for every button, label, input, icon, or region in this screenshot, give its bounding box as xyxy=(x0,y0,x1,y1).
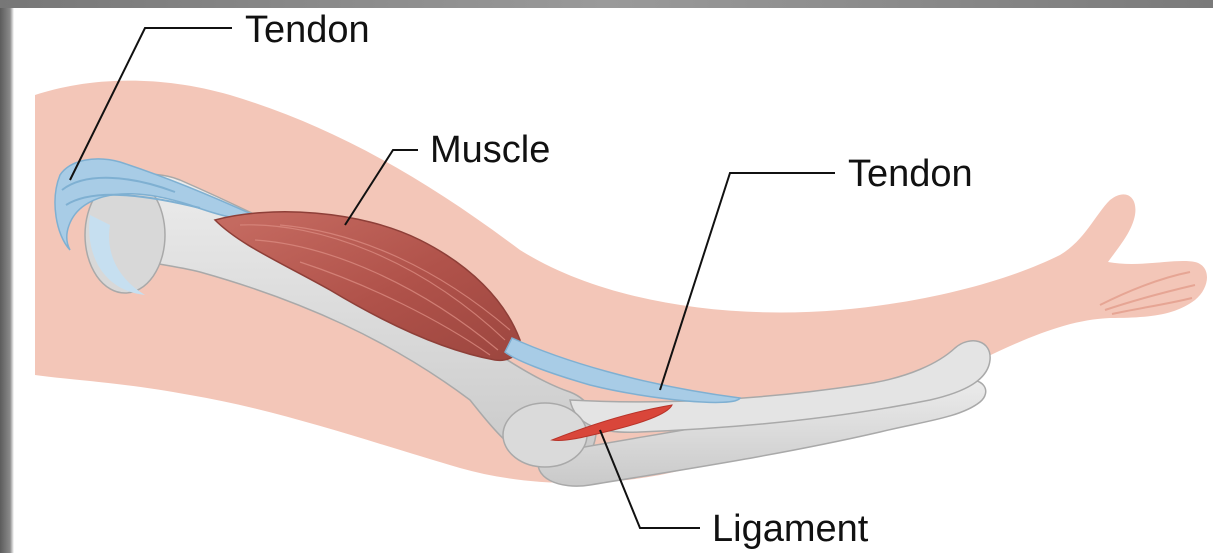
ligament-label: Ligament xyxy=(712,508,869,550)
muscle-label: Muscle xyxy=(430,129,550,171)
tendon-top-label: Tendon xyxy=(245,9,370,51)
tendon-right-label: Tendon xyxy=(848,153,973,195)
